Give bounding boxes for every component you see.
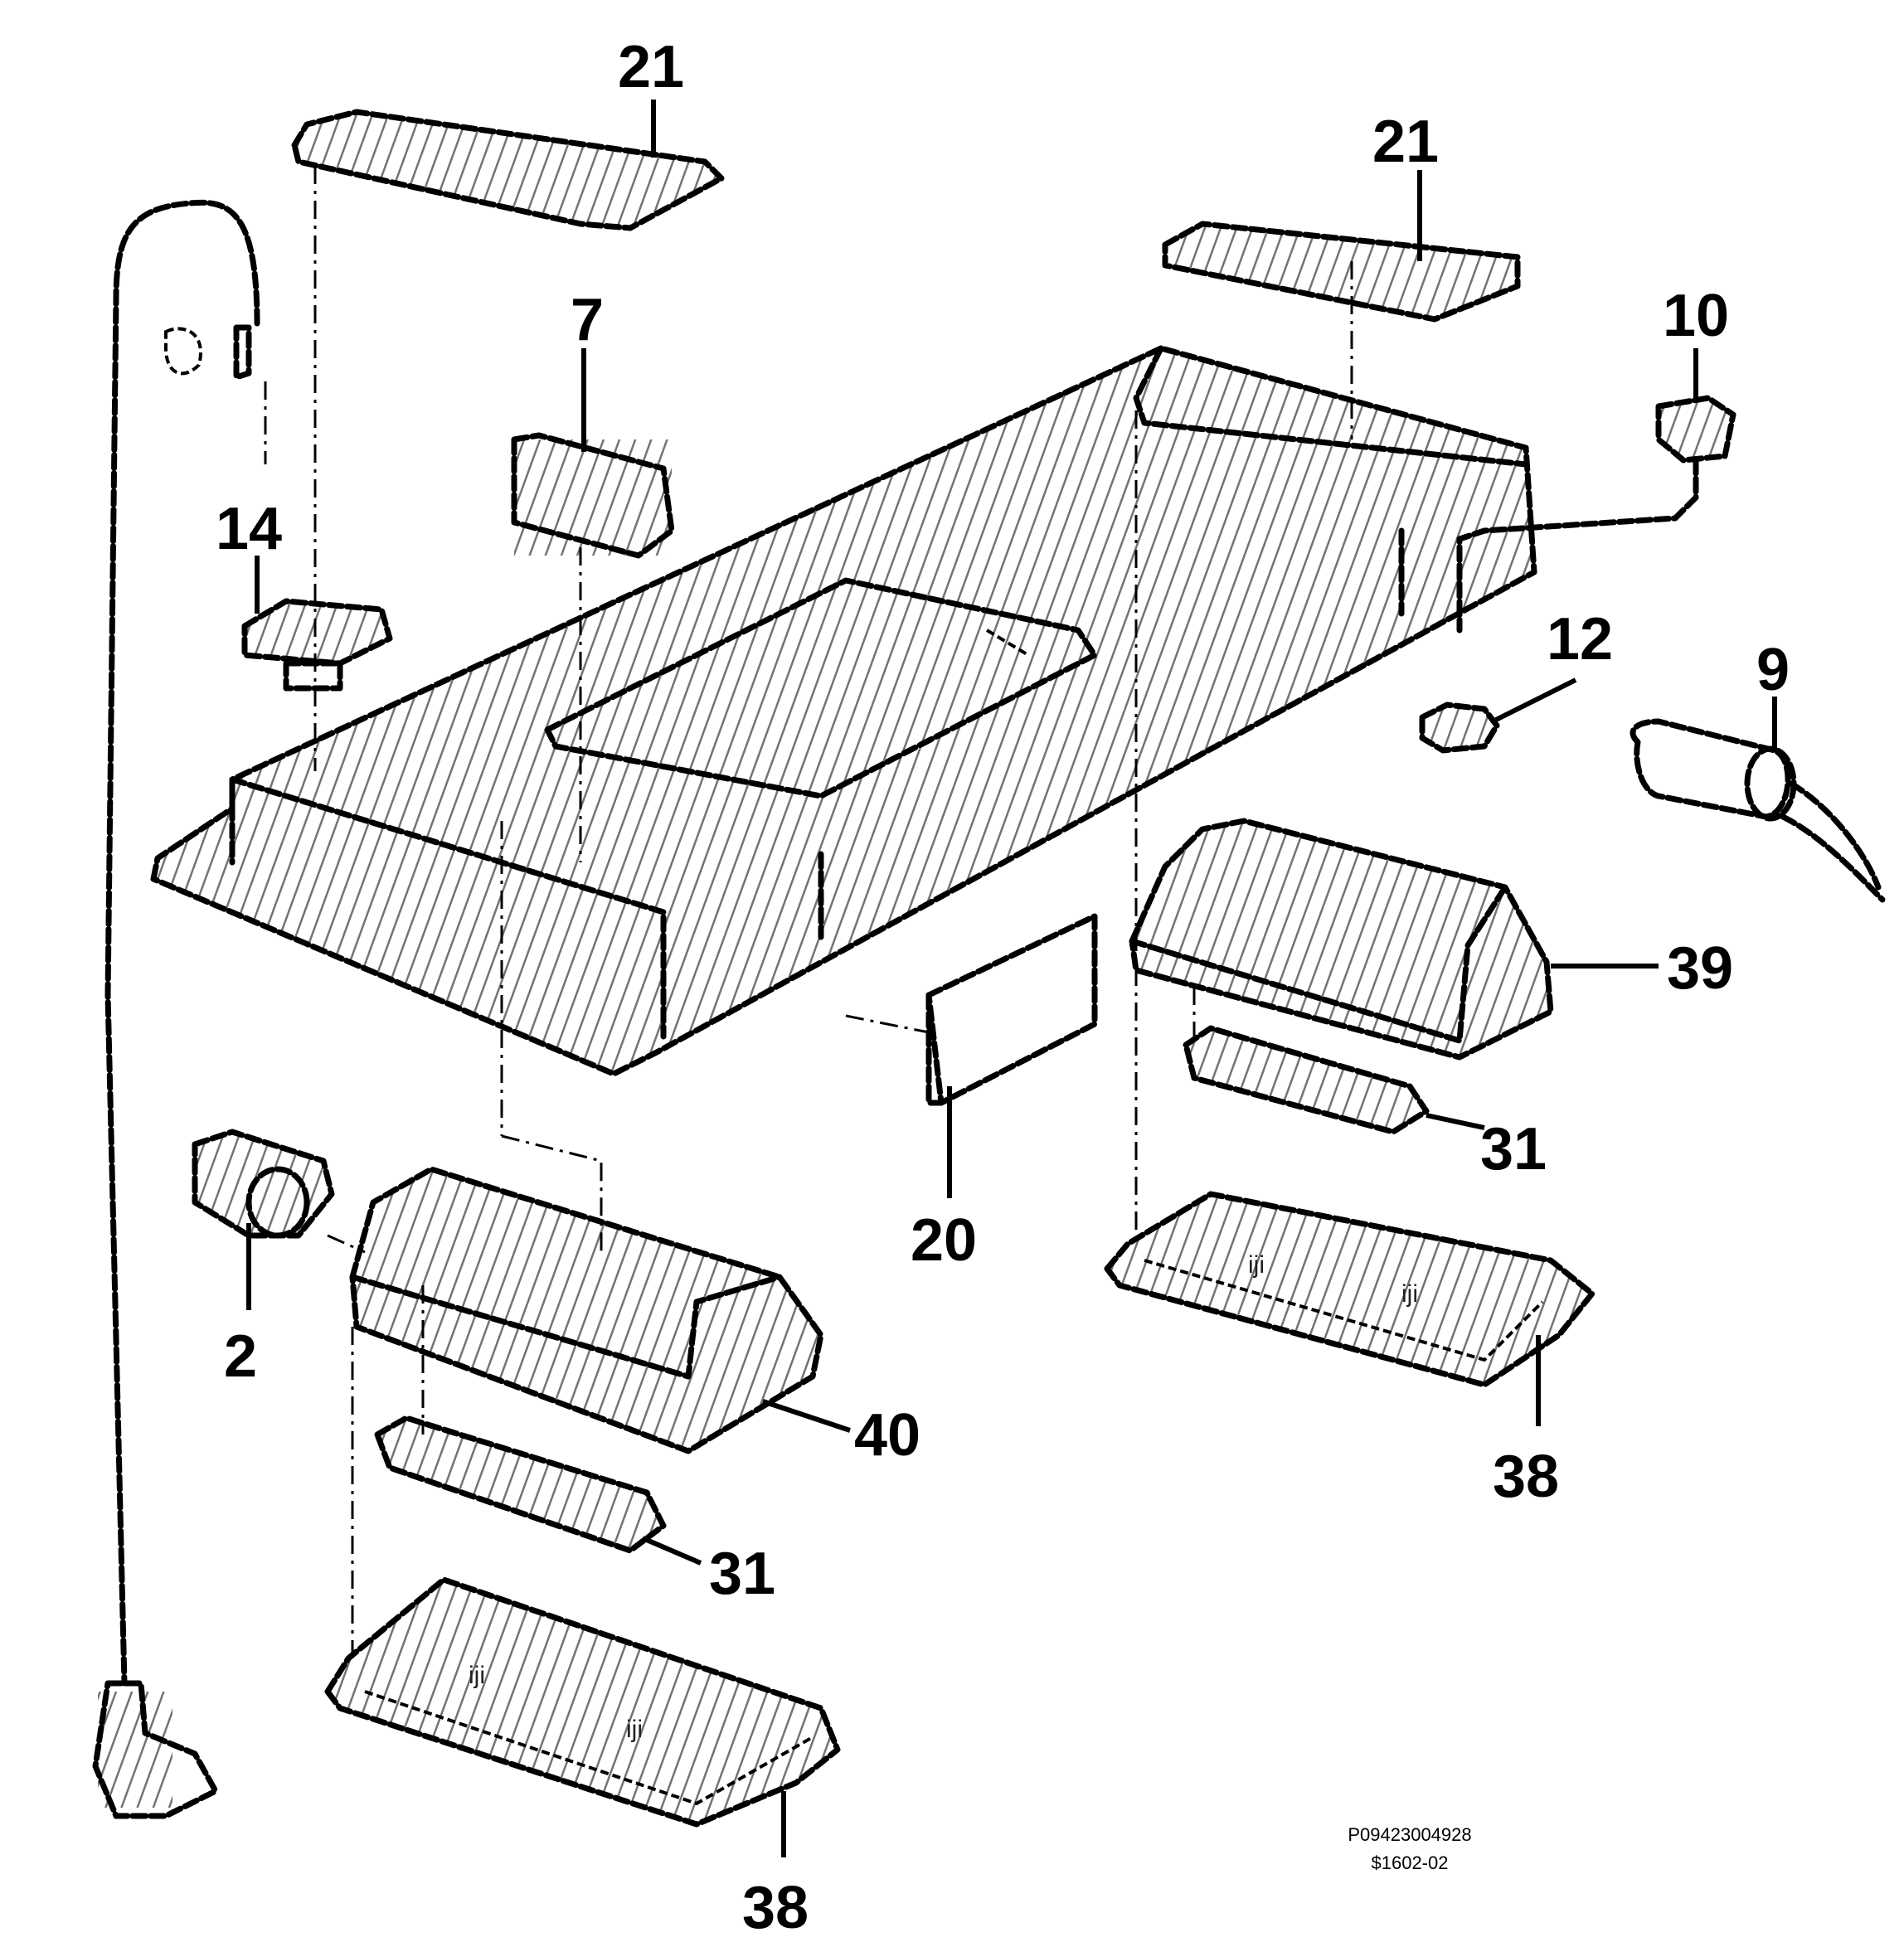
- revision-code: $1602-02: [1371, 1852, 1449, 1873]
- grommet-12-part: [1419, 702, 1500, 754]
- callout-labels: 21 21 7 10 14 12 9 39 31 20 2 40 38 31 3…: [216, 34, 1790, 1941]
- hose-9-part: [1630, 718, 1886, 903]
- power-cord-part: [92, 199, 260, 1819]
- leader-lines: [246, 100, 1777, 1857]
- assembly-guide-lines: [264, 166, 1353, 1658]
- lid-21-right-part: [1162, 221, 1521, 323]
- surface-mark: iji: [626, 1716, 643, 1743]
- callout-39: 39: [1667, 935, 1733, 1002]
- callout-31-left: 31: [709, 1541, 775, 1607]
- bracket-31-right-part: [1183, 1025, 1430, 1135]
- part-number-code: P09423004928: [1348, 1824, 1472, 1845]
- callout-7: 7: [571, 287, 604, 353]
- callout-38-left: 38: [742, 1875, 809, 1941]
- callout-40: 40: [854, 1402, 920, 1469]
- tray-38-right-part: [1104, 1191, 1596, 1388]
- callout-21-left: 21: [618, 34, 684, 100]
- housing-39-part: [1129, 818, 1554, 1061]
- lid-21-left-part: [291, 109, 725, 231]
- surface-mark: iji: [469, 1662, 485, 1689]
- pump-2-part: [192, 1129, 335, 1239]
- callout-31-right: 31: [1480, 1116, 1547, 1182]
- callout-21-right: 21: [1372, 109, 1439, 175]
- knob-14-part: [241, 598, 393, 692]
- surface-marks: iji iji iji iji: [469, 1251, 1418, 1743]
- callout-14: 14: [216, 496, 282, 562]
- bracket-31-left-part: [374, 1415, 667, 1554]
- callout-9: 9: [1756, 637, 1790, 703]
- surface-mark: iji: [1248, 1251, 1265, 1279]
- callout-20: 20: [911, 1207, 977, 1274]
- callout-10: 10: [1663, 283, 1729, 349]
- module-7-part: [511, 432, 675, 559]
- housing-40-part: [349, 1166, 824, 1454]
- connector-10-part: [1456, 395, 1736, 634]
- callout-12: 12: [1547, 606, 1613, 672]
- tray-38-left-part: [324, 1576, 841, 1828]
- callout-38-right: 38: [1493, 1444, 1559, 1510]
- base-housing-part: [150, 345, 1537, 1077]
- callout-2: 2: [224, 1323, 257, 1390]
- surface-mark: iji: [1401, 1280, 1418, 1308]
- panel-20-part: [925, 913, 1098, 1106]
